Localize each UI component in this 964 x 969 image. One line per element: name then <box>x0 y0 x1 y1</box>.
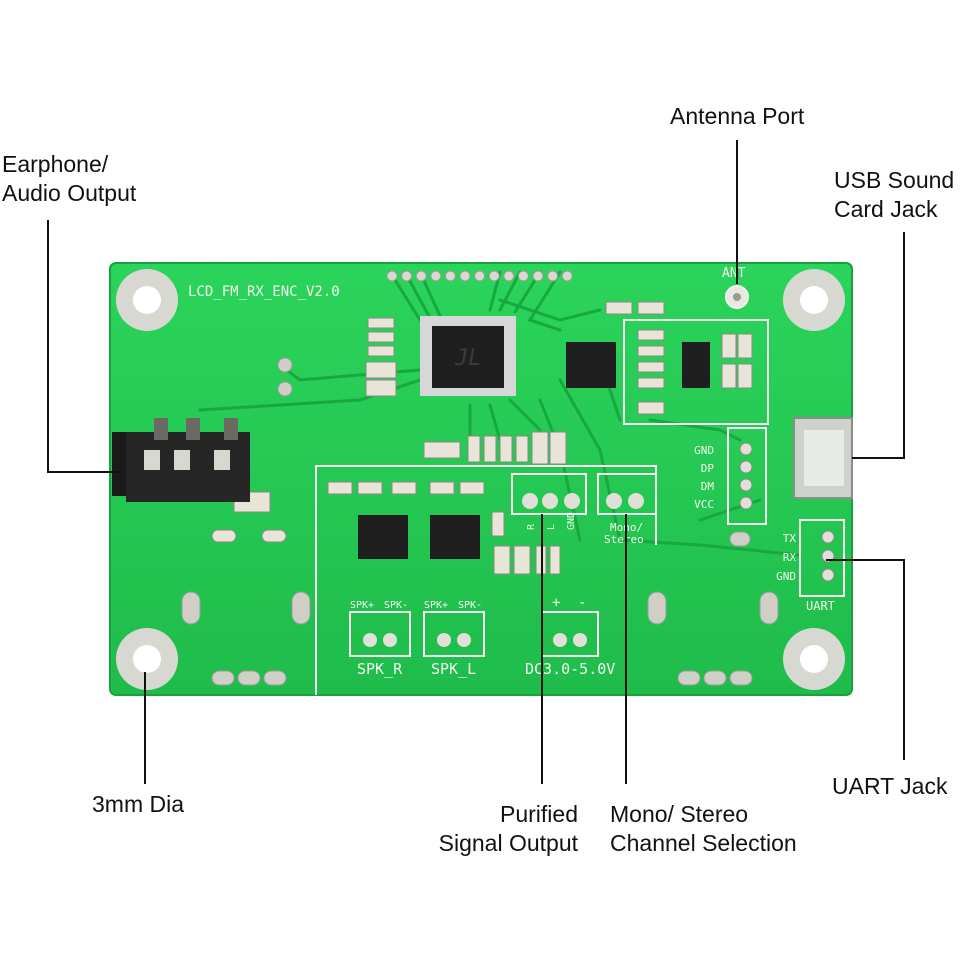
usb-pin-3: VCC <box>694 498 714 511</box>
usb-pin-1: DP <box>701 462 715 475</box>
mounting-hole-bottom-left <box>116 628 178 690</box>
uart-pin-labels: TX RX GND <box>776 530 835 583</box>
callout-purified: Purified Signal Output <box>410 800 578 858</box>
spk-r-minus: SPK- <box>384 600 408 611</box>
callout-purified-line-1: Purified <box>500 801 578 827</box>
svg-text:JL: JL <box>454 346 482 371</box>
power-minus: - <box>578 595 586 611</box>
header-pad <box>459 270 471 282</box>
callout-uart-line-1: UART Jack <box>832 773 948 799</box>
header-pad <box>444 270 456 282</box>
audio-chip-1 <box>566 342 616 388</box>
silk-outlines <box>315 319 845 695</box>
usb-pin-pad <box>739 442 753 456</box>
header-pad <box>401 270 413 282</box>
signal-output-pin-labels: R L GND <box>526 512 577 530</box>
spk-r-plus: SPK+ <box>350 600 374 611</box>
mounting-hole-top-left <box>116 269 178 331</box>
signal-output-header <box>522 493 580 509</box>
callout-mono-line-1: Mono/ Stereo <box>610 801 749 827</box>
spk-r-label: SPK_R <box>357 660 403 678</box>
mounting-hole-top-right <box>783 269 845 331</box>
output-pin-0: R <box>526 523 537 530</box>
micro-usb-jack <box>793 417 853 499</box>
spk-l-plus: SPK+ <box>424 600 448 611</box>
audio-chip-2 <box>682 342 710 388</box>
callout-dia-line-1: 3mm Dia <box>92 791 185 817</box>
header-pad <box>547 270 559 282</box>
output-pin-1: L <box>546 524 557 530</box>
usb-pin-pad <box>739 478 753 492</box>
callout-usb: USB Sound Card Jack <box>834 166 954 224</box>
mono-stereo-jumper <box>606 493 644 509</box>
usb-pin-pad <box>739 496 753 510</box>
header-pad <box>415 270 427 282</box>
output-pin-2: GND <box>566 512 577 530</box>
header-pad <box>430 270 442 282</box>
usb-pin-pad <box>739 460 753 474</box>
usb-pin-2: DM <box>701 480 715 493</box>
header-pad <box>488 270 500 282</box>
uart-pin-2: GND <box>776 570 796 583</box>
power-terminal <box>553 633 587 647</box>
spk-l-label: SPK_L <box>431 660 476 678</box>
smd-components <box>211 301 753 575</box>
uart-pin-0: TX <box>783 532 797 545</box>
audio-jack <box>112 418 250 502</box>
usb-pin-labels: GND DP DM VCC <box>694 442 753 511</box>
mounting-hole-bottom-right <box>783 628 845 690</box>
stereo-label: Stereo <box>604 533 644 546</box>
callout-earphone-line-1: Earphone/ <box>2 151 109 177</box>
dc-voltage-label: DC3.0-5.0V <box>525 660 615 678</box>
callout-purified-line-2: Signal Output <box>438 830 578 856</box>
spk-l-minus: SPK- <box>458 600 482 611</box>
callout-antenna-line-1: Antenna Port <box>670 103 805 129</box>
callout-earphone-line-2: Audio Output <box>2 180 137 206</box>
spk-r-terminal <box>363 633 397 647</box>
header-pad <box>517 270 529 282</box>
callout-dia: 3mm Dia <box>92 790 184 819</box>
amp-chip-l <box>430 515 480 559</box>
lcd-header-pads <box>386 270 573 282</box>
callout-mono-line-2: Channel Selection <box>610 830 797 856</box>
antenna-label: ANT <box>722 266 746 281</box>
power-plus: + <box>552 595 560 611</box>
callout-uart: UART Jack <box>832 772 947 801</box>
callout-mono: Mono/ Stereo Channel Selection <box>610 800 797 858</box>
header-pad <box>561 270 573 282</box>
callout-antenna: Antenna Port <box>670 102 804 131</box>
uart-pin-pad <box>821 568 835 582</box>
header-pad <box>474 270 486 282</box>
oval-pads <box>181 357 779 686</box>
callout-usb-line-1: USB Sound <box>834 167 955 193</box>
header-pad <box>532 270 544 282</box>
callout-usb-line-2: Card Jack <box>834 196 938 222</box>
spk-l-terminal <box>437 633 471 647</box>
usb-pin-0: GND <box>694 444 714 457</box>
amp-chip-r <box>358 515 408 559</box>
uart-pin-1: RX <box>783 551 797 564</box>
mcu-chip: JL <box>420 316 516 396</box>
header-pad <box>386 270 398 282</box>
uart-label: UART <box>806 599 835 613</box>
uart-pin-pad <box>821 530 835 544</box>
header-pad <box>503 270 515 282</box>
leader-lines <box>47 140 905 784</box>
callout-earphone: Earphone/ Audio Output <box>2 150 136 208</box>
board-model-label: LCD_FM_RX_ENC_V2.0 <box>188 284 340 300</box>
